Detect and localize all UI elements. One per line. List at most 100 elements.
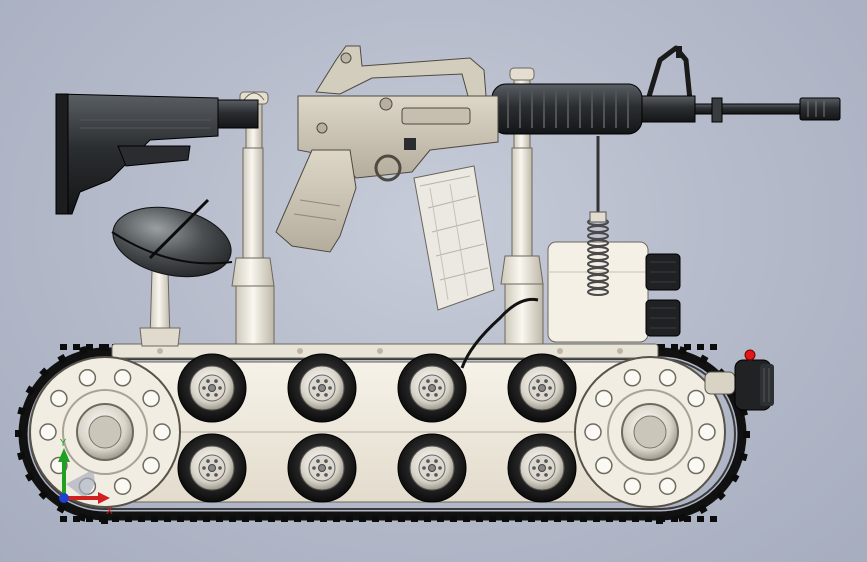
tread-pad	[138, 516, 145, 522]
tread-pad	[657, 344, 664, 351]
tread-pad	[476, 516, 483, 522]
tread-pad	[86, 344, 93, 350]
tread-pad	[437, 516, 444, 522]
tread-pad	[502, 516, 509, 522]
tread-pad	[606, 516, 613, 522]
tread-pad	[359, 516, 366, 522]
tread-pad	[17, 406, 26, 416]
road-wheel	[287, 433, 357, 503]
tread-pad	[346, 516, 353, 522]
road-wheel	[397, 353, 467, 423]
tread-pad	[372, 516, 379, 522]
tread-pad	[56, 503, 67, 514]
tread-pad	[698, 504, 708, 514]
tread-pad	[60, 344, 67, 350]
road-wheel	[177, 353, 247, 423]
rifle-barrel	[689, 103, 811, 115]
tread-pad	[515, 516, 522, 522]
rifle-magazine	[413, 165, 495, 311]
tread-pad	[715, 490, 726, 501]
sprocket-hole	[584, 423, 602, 441]
tread-pad	[489, 516, 496, 522]
tread-pad	[684, 344, 691, 350]
rifle-carry-handle	[315, 45, 487, 97]
road-wheel	[397, 433, 467, 503]
tread-pad	[580, 516, 587, 522]
tread-pad	[73, 344, 80, 350]
tread-pad	[671, 516, 678, 522]
tread-pad	[17, 451, 26, 461]
sprocket-hole	[153, 423, 171, 441]
tread-pad	[385, 516, 392, 522]
sprocket-hole	[687, 389, 705, 408]
z-axis-marker	[59, 493, 69, 503]
tread-pad	[398, 516, 405, 522]
sprocket-hole	[623, 477, 642, 495]
spring-coil	[587, 232, 609, 240]
tread-pad	[255, 516, 262, 522]
road-wheels	[177, 353, 577, 503]
front-sprocket-wheel	[574, 356, 726, 508]
upper-rail	[111, 343, 659, 359]
road-wheel	[287, 353, 357, 423]
tread-pad	[678, 346, 688, 355]
tread-pad	[684, 516, 691, 522]
tread-pad	[242, 516, 249, 522]
spring-coil	[587, 225, 609, 233]
sprocket-hole	[113, 369, 132, 387]
y-axis-label: Y	[59, 438, 67, 449]
sprocket-hole	[595, 456, 613, 475]
tread-pad	[554, 516, 561, 522]
tread-pad	[39, 367, 50, 378]
spring-coil	[587, 288, 609, 296]
tread-pad	[411, 516, 418, 522]
sprocket-hole	[623, 369, 642, 387]
tread-pad	[307, 516, 314, 522]
sprocket-hole	[50, 389, 68, 408]
tread-pad	[567, 516, 574, 522]
tread-pad	[710, 516, 717, 522]
sprocket-hole	[142, 456, 160, 475]
tread-pad	[190, 516, 197, 522]
indicator-light	[744, 349, 756, 361]
front-sensor-pod	[704, 349, 774, 411]
tread-pad	[698, 354, 709, 365]
tread-pad	[125, 516, 132, 522]
tread-pad	[112, 516, 119, 522]
tread-pad	[281, 516, 288, 522]
tread-pad	[268, 516, 275, 522]
tread-pad	[77, 513, 87, 522]
coordinate-triad: Y X	[58, 438, 113, 517]
tread-pad	[177, 516, 184, 522]
tread-pad	[450, 516, 457, 522]
tread-pad	[102, 344, 109, 351]
tread-pad	[333, 516, 340, 522]
rifle-pistol-grip	[275, 149, 357, 253]
tread-pad	[710, 344, 717, 350]
sprocket-hole	[142, 389, 160, 408]
tread-pad	[743, 431, 750, 438]
road-wheel	[507, 433, 577, 503]
tread-pad	[15, 430, 22, 437]
rear-support-post	[231, 91, 275, 345]
tread-pad	[656, 517, 663, 524]
tread-pad	[151, 516, 158, 522]
sprocket-hole	[658, 369, 677, 387]
sprocket-hole	[595, 389, 613, 408]
x-axis-label: X	[106, 506, 113, 517]
control-box	[460, 136, 681, 369]
tread-pad	[57, 354, 67, 364]
tread-pad	[101, 517, 108, 524]
tread-pad	[203, 516, 210, 522]
tread-pad	[739, 452, 748, 462]
tread-pad	[320, 516, 327, 522]
road-wheel	[507, 353, 577, 423]
tread-pad	[60, 516, 67, 522]
sprocket-hole	[687, 456, 705, 475]
tread-pad	[229, 516, 236, 522]
tread-pad	[424, 516, 431, 522]
tread-pad	[593, 516, 600, 522]
road-wheel	[177, 433, 247, 503]
